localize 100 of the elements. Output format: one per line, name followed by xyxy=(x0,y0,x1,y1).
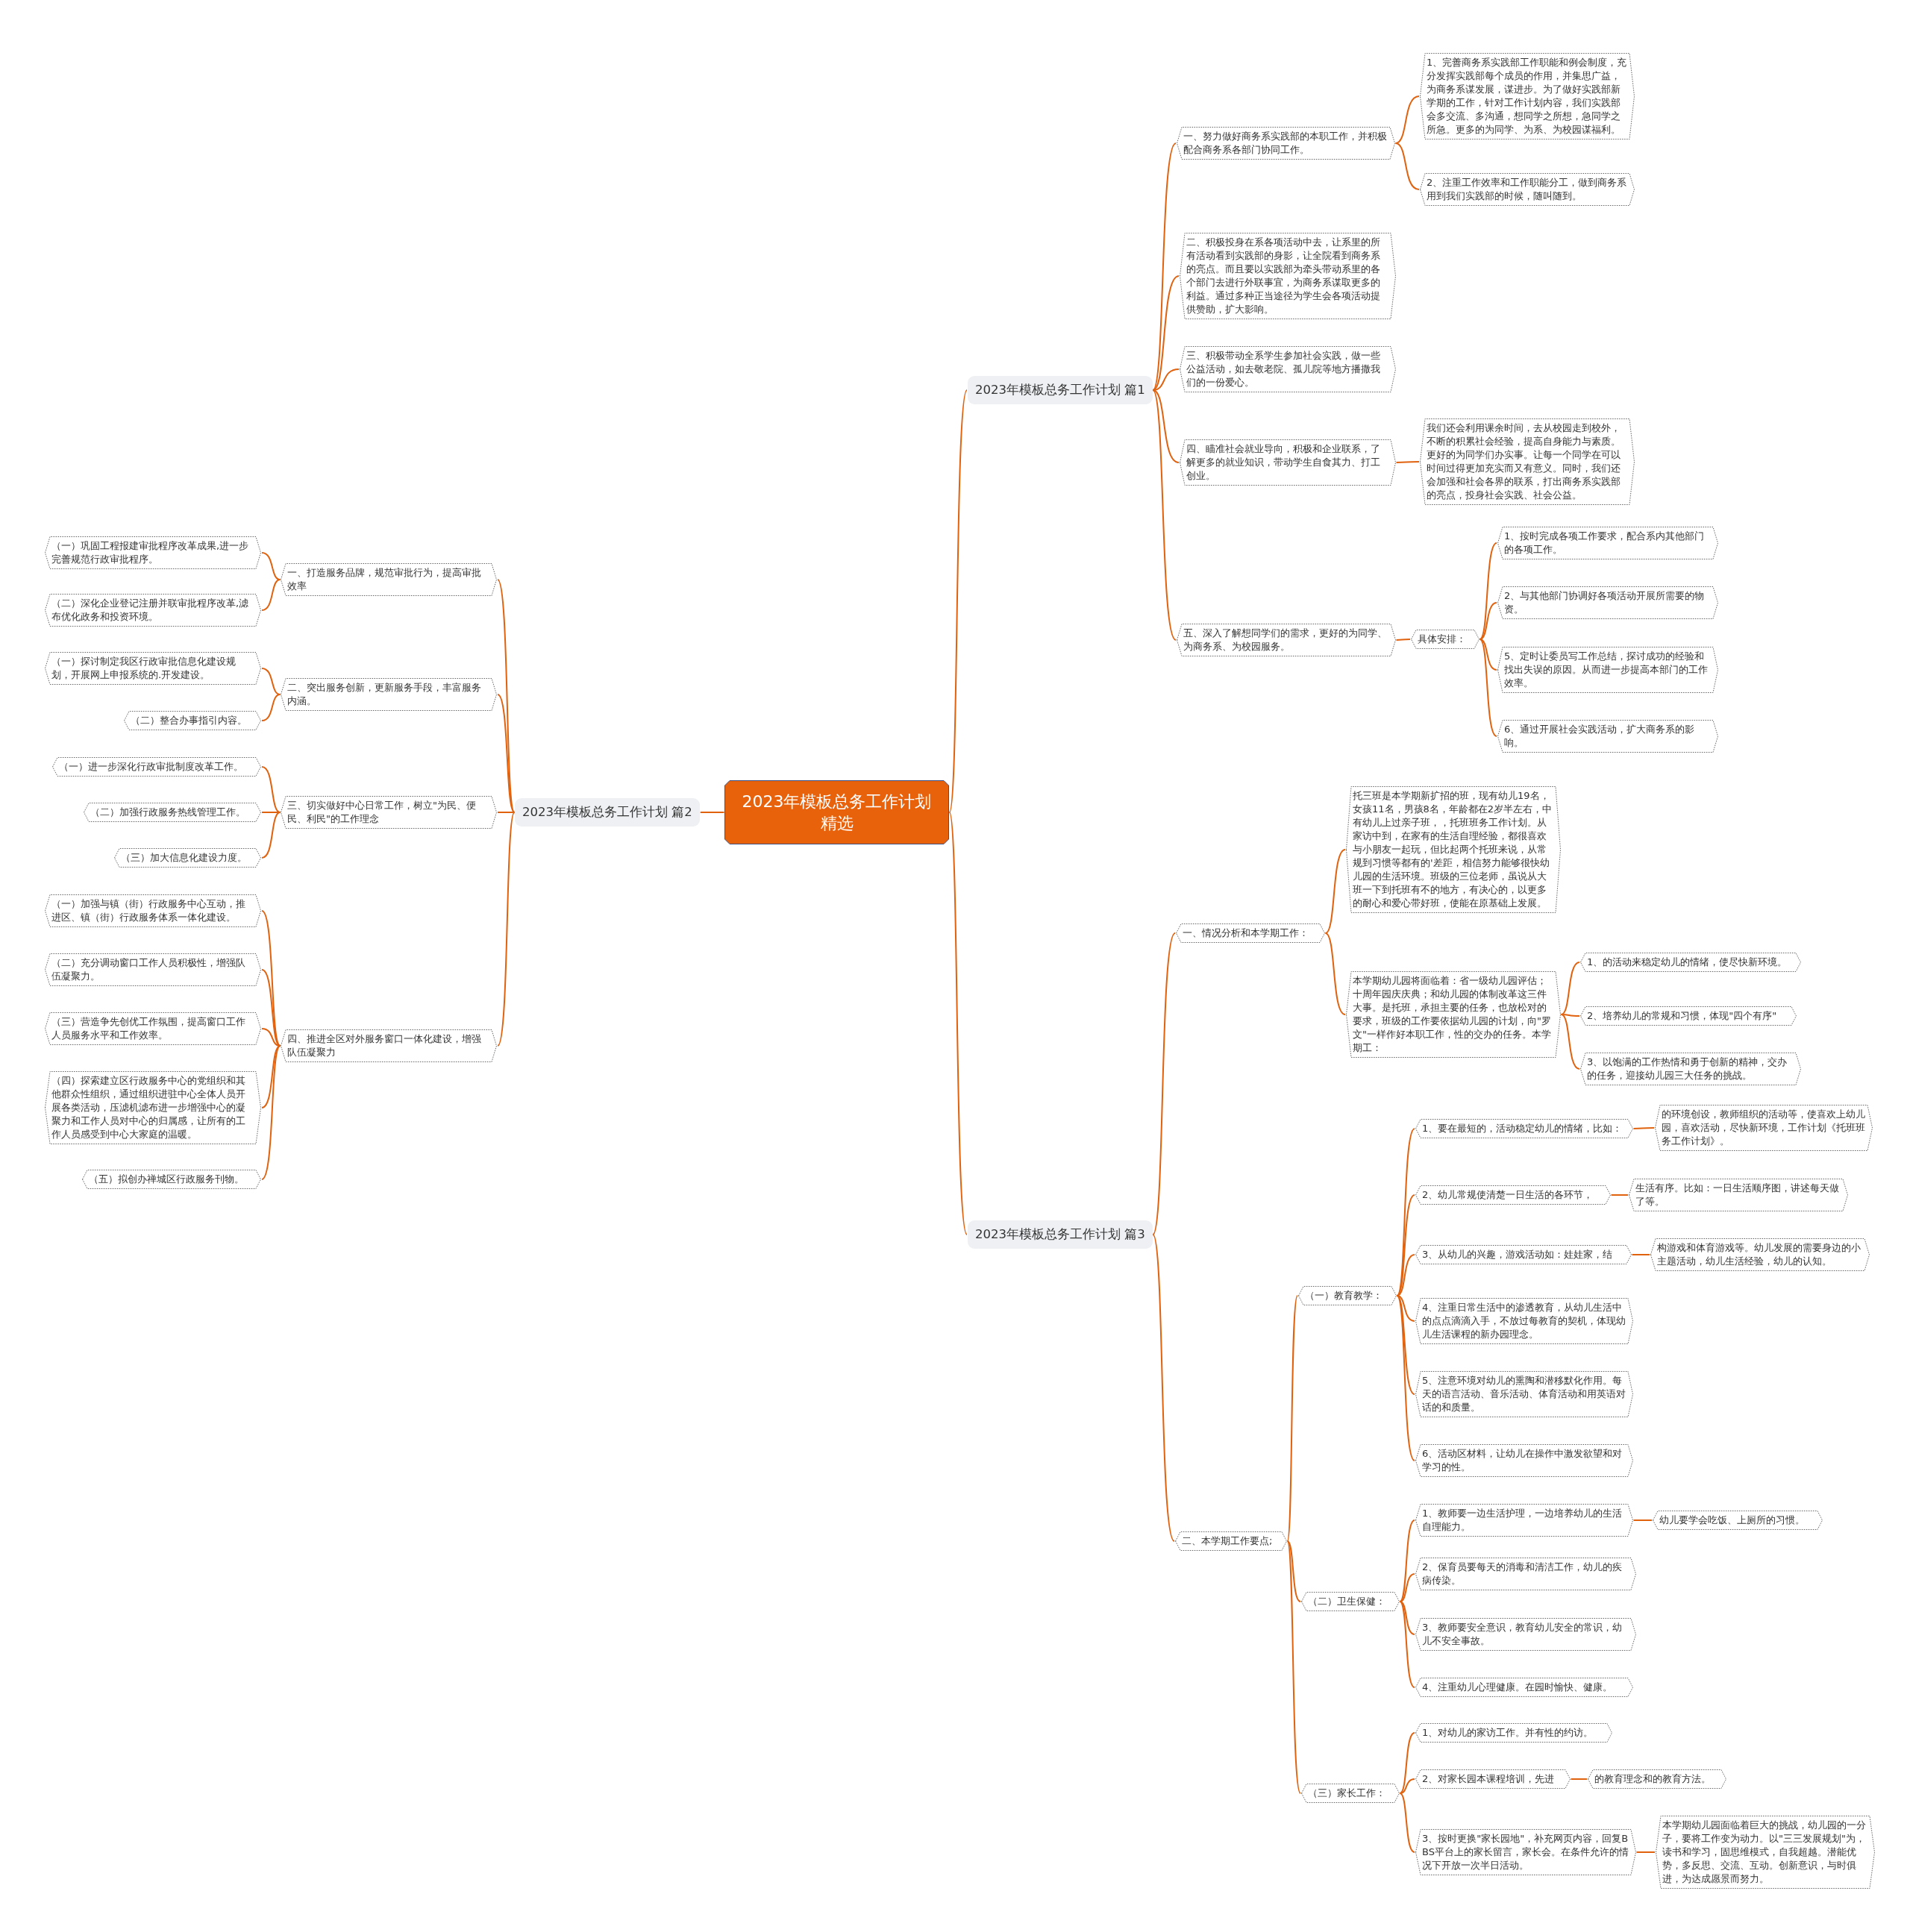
subtopic-node: （一）探讨制定我区行政审批信息化建设规划，开展网上申报系统的.开发建设。 xyxy=(45,652,261,685)
connector-line xyxy=(1479,602,1497,640)
subtopic-node: 二、积极投身在系各项活动中去，让系里的所有活动看到实践部的身影，让全院看到商务系的亮点。而且要以实践部为牵头带动系里的各个部门去进行外联事宜，为商务系谋取更多的利益。通过多种正当途径为学生会各项活动提供赞助，扩大影响。 xyxy=(1180,233,1396,319)
connector-line xyxy=(1286,1540,1301,1794)
connector-line xyxy=(1610,1194,1629,1196)
subtopic-node: （二）整合办事指引内容。 xyxy=(124,711,261,730)
connector-line xyxy=(699,812,725,813)
subtopic-node: （三）加大信息化建设力度。 xyxy=(114,848,261,868)
subtopic-node: 3、以饱满的工作热情和勇于创新的精神，交办的任务，迎接幼儿园三大任务的挑战。 xyxy=(1580,1053,1801,1085)
subtopic-node: 2、保育员要每天的消毒和清洁工作，幼儿的疾病传染。 xyxy=(1415,1558,1636,1590)
subtopic-node: 二、突出服务创新，更新服务手段，丰富服务内涵。 xyxy=(281,678,497,711)
subtopic-node: （二）充分调动窗口工作人员积极性，增强队伍凝聚力。 xyxy=(45,953,261,986)
connector-line xyxy=(261,969,281,1047)
subtopic-node: 2、注重工作效率和工作职能分工，做到商务系用到我们实践部的时候，随叫随到。 xyxy=(1420,173,1635,206)
subtopic-node: 四、瞄准社会就业导向，积极和企业联系，了解更多的就业知识，带动学生自食其力、打工创业。 xyxy=(1180,439,1396,486)
subtopic-node: 3、从幼儿的兴趣，游戏活动如：娃娃家，结 xyxy=(1415,1245,1632,1264)
subtopic-node: （四）探索建立区行政服务中心的党组织和其他群众性组织，通过组织进驻中心全体人员开展各类活动，压滤机滤布进一步增强中心的凝聚力和工作人员对中心的归属感，让所有的工作人员感受到中心大家庭的温暖。 xyxy=(45,1071,261,1144)
subtopic-node: 四、推进全区对外服务窗口一体化建设，增强队伍凝聚力 xyxy=(281,1029,497,1062)
subtopic-node: 1、的活动来稳定幼儿的情绪，使尽快新环境。 xyxy=(1580,953,1801,972)
connector-line xyxy=(1399,1601,1415,1635)
subtopic-node: 构游戏和体育游戏等。幼儿发展的需要身边的小主题活动，幼儿生活经验，幼儿的认知。 xyxy=(1650,1238,1870,1271)
subtopic-node: 我们还会利用课余时间，去从校园走到校外，不断的积累社会经验，提高自身能力与素质。更好的为同学们办实事。让每一个同学在可以时间过得更加充实而又有意义。同时，我们还会加强和社会各界的联系，打出商务系实践部的亮点，投身社会实践、社会公益。 xyxy=(1420,418,1635,505)
subtopic-node: 幼儿要学会吃饭、上厕所的习惯。 xyxy=(1653,1511,1823,1530)
connector-line xyxy=(1324,849,1346,934)
subtopic-node: 三、积极带动全系学生参加社会实践，做一些公益活动，如去敬老院、孤儿院等地方播撒我们的一份爱心。 xyxy=(1180,346,1396,392)
connector-line xyxy=(1399,1601,1415,1688)
connector-line xyxy=(948,389,968,813)
connector-line xyxy=(1399,1573,1415,1602)
subtopic-node: 三、切实做好中心日常工作，树立"为民、便民、利民"的工作理念 xyxy=(281,796,497,829)
connector-line xyxy=(1570,1778,1588,1780)
connector-line xyxy=(1399,1778,1415,1794)
connector-line xyxy=(1399,1519,1415,1602)
connector-line xyxy=(261,910,281,1047)
subtopic-node: 4、注重幼儿心理健康。在园时愉快、健康。 xyxy=(1415,1678,1633,1697)
subtopic-node: 6、通过开展社会实践活动，扩大商务系的影响。 xyxy=(1497,720,1718,753)
connector-line xyxy=(261,812,281,859)
subtopic-node: （二）加强行政服务热线管理工作。 xyxy=(84,803,261,822)
connector-line xyxy=(497,812,516,1047)
subtopic-node: 2、培养幼儿的常规和习惯，体现"四个有序" xyxy=(1580,1006,1797,1026)
connector-line xyxy=(1396,1295,1415,1461)
subtopic-node: 的环境创设，教师组织的活动等，使喜欢上幼儿园，喜欢活动，尽快新环境，工作计划《托班班务工作计划》。 xyxy=(1655,1105,1873,1151)
connector-line xyxy=(1152,142,1177,391)
connector-line xyxy=(497,812,516,813)
connector-line xyxy=(261,1028,281,1047)
connector-line xyxy=(1635,1851,1656,1853)
subtopic-node: 1、要在最短的，活动稳定幼儿的情绪，比如： xyxy=(1415,1119,1633,1138)
connector-line xyxy=(948,812,968,1235)
subtopic-node: 1、对幼儿的家访工作。并有性的约访。 xyxy=(1415,1723,1612,1743)
connector-line xyxy=(1152,389,1180,463)
connector-line xyxy=(1396,1295,1415,1322)
subtopic-node: （一）巩固工程报建审批程序改革成果,进一步完善规范行政审批程序。 xyxy=(45,536,261,569)
connector-line xyxy=(497,694,516,813)
subtopic-node: 1、完善商务系实践部工作职能和例会制度，充分发挥实践部每个成员的作用，并集思广益，为商务系谋发展，谋进步。为了做好实践部新学期的工作，针对工作计划内容，我们实践部会多交流、多沟通，想同学之所想，急同学之所急。更多的为同学、为系、为校园谋福利。 xyxy=(1420,53,1635,139)
subtopic-node: 的教育理念和的教育方法。 xyxy=(1588,1769,1726,1789)
connector-line xyxy=(1394,142,1420,190)
subtopic-node: 生活有序。比如：一日生活顺序图，讲述每天做了等。 xyxy=(1629,1179,1848,1211)
subtopic-node: （三）家长工作： xyxy=(1301,1784,1400,1803)
subtopic-node: 具体安排： xyxy=(1411,630,1480,649)
subtopic-node: 一、打造服务品牌，规范审批行为，提高审批效率 xyxy=(281,563,497,596)
connector-line xyxy=(1399,1732,1415,1794)
subtopic-node: 本学期幼儿园将面临着：省一级幼儿园评估；十周年园庆庆典；和幼儿园的体制改革这三件大事。是托班，承担主要的任务，也放松对的要求，班级的工作要依据幼儿园的计划，向"罗文"一样作好本职工作，性的交办的任务。本学期工： xyxy=(1346,971,1561,1058)
subtopic-node: 4、注重日常生活中的渗透教育，从幼儿生活中的点点滴滴入手，不放过每教育的契机，体现幼儿生活课程的新办园理念。 xyxy=(1415,1298,1633,1344)
subtopic-node: 3、按时更换"家长园地"，补充网页内容，回复BBS平台上的家长留言，家长会。在条件允许的情况下开放一次半日活动。 xyxy=(1415,1829,1636,1875)
connector-line xyxy=(1631,1254,1650,1255)
subtopic-node: 托三班是本学期新扩招的班，现有幼儿19名，女孩11名，男孩8名，年龄都在2岁半左右，中有幼儿上过亲子班，，托班班务工作计划。从家访中到，在家有的生活自理经验，都很喜欢与小朋友一起玩，但比起两个托班来说，从常规到习惯等都有的'差距，相信努力能够很快幼儿园的生活环境。班级的三位老师，虽说从大班一下到托班有不的地方，有决心的，以更多的耐心和爱心带好班，使能在原基础上发展。 xyxy=(1346,786,1561,913)
connector-line xyxy=(1286,1540,1301,1602)
connector-line xyxy=(1479,639,1497,671)
subtopic-node: 2、幼儿常规使清楚一日生活的各环节， xyxy=(1415,1185,1611,1205)
connector-line xyxy=(1152,389,1177,641)
connector-line xyxy=(1396,1254,1415,1296)
subtopic-node: （五）拟创办禅城区行政服务刊物。 xyxy=(82,1170,261,1189)
subtopic-node: 本学期幼儿园面临着巨大的挑战，幼儿园的一分子，要将工作变为动力。以"三三发展规划"为，读书和学习，固思维模式，自我超越。潜能优势，多反思、交流、互动。创新意识，与时俱进，为达成愿景而努力。 xyxy=(1656,1816,1875,1889)
connector-line xyxy=(1152,932,1176,1235)
connector-line xyxy=(1560,1014,1580,1070)
connector-line xyxy=(1152,1234,1175,1542)
connector-line xyxy=(1632,1519,1653,1521)
branch-topic: 2023年模板总务工作计划 篇3 xyxy=(968,1220,1153,1249)
connector-line xyxy=(1395,461,1420,463)
subtopic-node: （三）营造争先创优工作氛围，提高窗口工作人员服务水平和工作效率。 xyxy=(45,1012,261,1045)
subtopic-node: 二、本学期工作要点; xyxy=(1175,1531,1287,1551)
connector-line xyxy=(1152,275,1180,391)
subtopic-node: 6、活动区材料，让幼儿在操作中激发欲望和对学习的性。 xyxy=(1415,1444,1633,1477)
connector-line xyxy=(1479,639,1497,737)
connector-line xyxy=(261,694,281,721)
subtopic-node: 一、努力做好商务系实践部的本职工作，并积极配合商务系各部门协同工作。 xyxy=(1177,127,1395,160)
connector-line xyxy=(261,766,281,813)
connector-line xyxy=(261,579,281,611)
connector-line xyxy=(1632,1127,1655,1129)
branch-topic: 2023年模板总务工作计划 篇2 xyxy=(515,798,700,827)
connector-line xyxy=(1560,1014,1580,1017)
connector-line xyxy=(1395,639,1411,641)
branch-topic: 2023年模板总务工作计划 篇1 xyxy=(968,376,1153,404)
subtopic-node: 3、教师要安全意识，教育幼儿安全的常识，幼儿不安全事故。 xyxy=(1415,1618,1636,1651)
subtopic-node: （二）卫生保健： xyxy=(1301,1592,1400,1611)
subtopic-node: 2、与其他部门协调好各项活动开展所需要的物资。 xyxy=(1497,586,1718,619)
subtopic-node: 五、深入了解想同学们的需求，更好的为同学、为商务系、为校园服务。 xyxy=(1177,624,1396,656)
subtopic-node: （二）深化企业登记注册并联审批程序改革,滤布优化政务和投资环境。 xyxy=(45,594,261,627)
connector-line xyxy=(1479,542,1497,640)
connector-line xyxy=(1286,1295,1298,1542)
subtopic-node: 一、情况分析和本学期工作： xyxy=(1176,923,1325,943)
